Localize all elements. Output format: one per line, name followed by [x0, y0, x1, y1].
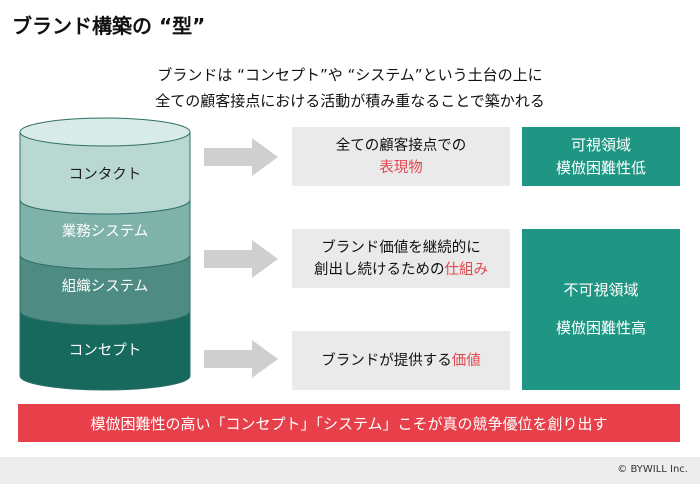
arrow-right-icon: [204, 138, 278, 176]
layer-business-system-label: 業務システム: [62, 223, 149, 240]
arrow-right-icon: [204, 340, 278, 378]
subtitle-line-1: ブランドは “コンセプト”や “システム”という土台の上に: [157, 66, 543, 84]
page-title: ブランド構築の “型”: [12, 14, 206, 38]
invisible-area-label: 不可視領域: [563, 281, 639, 299]
layer-organization-system: [19, 254, 191, 326]
invisible-area-imitability: 模倣困難性高: [555, 319, 646, 337]
conclusion-banner: 模倣困難性の高い「コンセプト」「システム」こそが真の競争優位を創り出す: [18, 404, 680, 442]
subtitle-line-2: 全ての顧客接点における活動が積み重なることで築かれる: [155, 92, 545, 110]
system-description-line1: ブランド価値を継続的に: [321, 239, 481, 256]
concept-description-prefix: ブランドが提供する: [321, 352, 452, 369]
visible-area-label: 可視領域: [570, 135, 631, 154]
concept-description-highlight: 価値: [451, 352, 481, 369]
invisible-area-box: 不可視領域 模倣困難性高: [522, 229, 680, 390]
contact-description-highlight: 表現物: [379, 159, 423, 176]
layer-contact: [19, 131, 191, 215]
system-description-line2: 創出し続けるための仕組み: [314, 259, 488, 281]
layer-concept-label: コンセプト: [69, 342, 142, 359]
system-description-highlight: 仕組み: [444, 261, 489, 278]
layer-concept: [19, 310, 191, 391]
concept-description-box: ブランドが提供する価値: [292, 331, 510, 390]
contact-description-box: 全ての顧客接点での 表現物: [292, 127, 510, 186]
footer: © BYWILL Inc.: [0, 457, 700, 484]
layer-business-system: [19, 199, 191, 270]
visible-area-imitability: 模倣困難性低: [555, 158, 646, 177]
layer-contact-label: コンタクト: [69, 166, 142, 183]
visible-area-box: 可視領域 模倣困難性低: [522, 127, 680, 186]
layer-contact-top: [19, 117, 191, 147]
system-description-box: ブランド価値を継続的に 創出し続けるための仕組み: [292, 229, 510, 288]
system-description-line2-prefix: 創出し続けるための: [314, 261, 445, 278]
concept-description-line: ブランドが提供する価値: [321, 350, 481, 372]
layer-organization-system-label: 組織システム: [62, 278, 149, 295]
arrow-right-icon: [204, 240, 278, 278]
contact-description-line1: 全ての顧客接点での: [335, 137, 467, 154]
copyright: © BYWILL Inc.: [617, 464, 688, 475]
